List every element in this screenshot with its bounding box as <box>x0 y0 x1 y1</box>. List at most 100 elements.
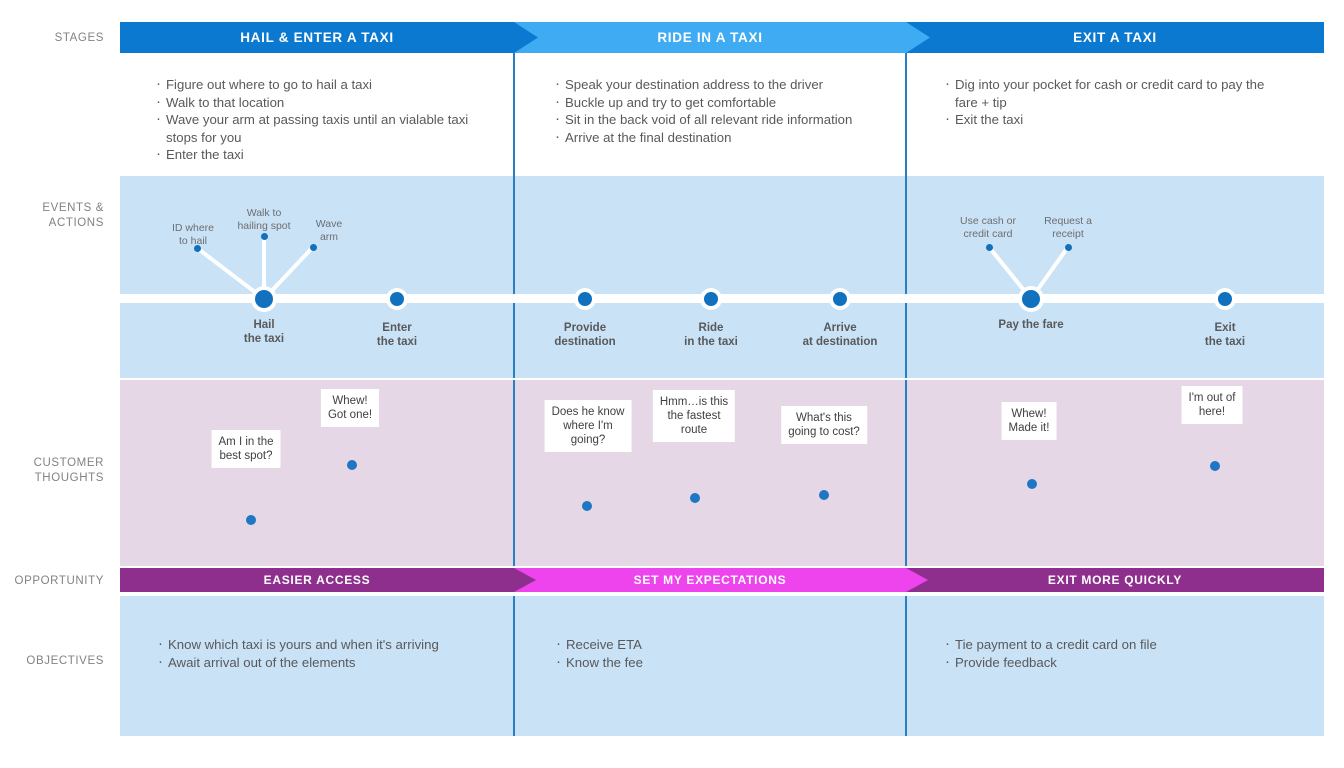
event-subnode-label: ID where to hail <box>171 222 215 247</box>
event-node-dot-icon <box>833 292 847 306</box>
action-item: Figure out where to go to hail a taxi <box>155 75 494 94</box>
actions-list-3: Dig into your pocket for cash or credit … <box>944 75 1288 129</box>
event-subnode-label: Walk to hailing spot <box>237 207 291 232</box>
thought-bubble[interactable]: What's this going to cost? <box>781 406 867 444</box>
thought-bubble[interactable]: I'm out of here! <box>1181 386 1243 424</box>
event-node[interactable] <box>700 288 722 310</box>
thought-point-dot-icon[interactable] <box>246 515 256 525</box>
objectives-cell-1: Know which taxi is yours and when it's a… <box>120 596 514 736</box>
event-node-dot-icon <box>578 292 592 306</box>
column-divider-2 <box>905 53 907 176</box>
objectives-list-1: Know which taxi is yours and when it's a… <box>157 635 494 672</box>
thought-point-dot-icon[interactable] <box>347 460 357 470</box>
event-subnode-dot-icon[interactable] <box>309 243 317 251</box>
action-item: Walk to that location <box>155 93 494 112</box>
event-node-dot-icon <box>1022 290 1040 308</box>
actions-cell-1: Figure out where to go to hail a taxi Wa… <box>120 53 514 176</box>
thoughts-cell-3 <box>906 380 1324 566</box>
event-node-dot-icon <box>1218 292 1232 306</box>
event-node[interactable] <box>574 288 596 310</box>
action-item: Buckle up and try to get comfortable <box>554 93 886 112</box>
actions-list-1: Figure out where to go to hail a taxi Wa… <box>155 75 494 164</box>
stage-title-2: RIDE IN A TAXI <box>657 30 763 45</box>
stage-header-1[interactable]: HAIL & ENTER A TAXI <box>120 22 514 53</box>
thought-point-dot-icon[interactable] <box>582 501 592 511</box>
event-node[interactable] <box>1018 286 1044 312</box>
event-subnode-label: Use cash or credit card <box>959 215 1017 240</box>
event-subnode-dot-icon[interactable] <box>260 232 268 240</box>
stage-title-3: EXIT A TAXI <box>1073 30 1157 45</box>
column-divider-8 <box>905 596 907 736</box>
event-node-dot-icon <box>255 290 273 308</box>
row-label-events: EVENTS & ACTIONS <box>42 202 104 229</box>
event-subnode-label: Wave arm <box>315 218 343 243</box>
event-node-label: Arrive at destination <box>802 322 878 348</box>
column-divider-3 <box>513 176 515 378</box>
event-node-dot-icon <box>390 292 404 306</box>
events-cell-3 <box>906 176 1324 378</box>
action-item: Arrive at the final destination <box>554 128 886 147</box>
thought-bubble[interactable]: Whew! Made it! <box>1001 402 1057 440</box>
thought-point-dot-icon[interactable] <box>690 493 700 503</box>
event-node-label: Hail the taxi <box>243 319 285 345</box>
event-node[interactable] <box>251 286 277 312</box>
thought-bubble[interactable]: Am I in the best spot? <box>211 430 281 468</box>
stage-header-3[interactable]: EXIT A TAXI <box>906 22 1324 53</box>
opportunity-label-2: SET MY EXPECTATIONS <box>633 573 787 587</box>
actions-cell-2: Speak your destination address to the dr… <box>514 53 906 176</box>
event-subnode-dot-icon[interactable] <box>193 244 201 252</box>
opportunity-bar-1[interactable]: EASIER ACCESS <box>120 568 514 592</box>
stage-header-2[interactable]: RIDE IN A TAXI <box>514 22 906 53</box>
objective-item: Provide feedback <box>944 653 1304 672</box>
thought-bubble[interactable]: Hmm…is this the fastest route <box>652 390 736 442</box>
thought-point-dot-icon[interactable] <box>1027 479 1037 489</box>
objective-item: Tie payment to a credit card on file <box>944 635 1304 654</box>
opportunity-bar-2[interactable]: SET MY EXPECTATIONS <box>514 568 906 592</box>
row-label-objectives: OBJECTIVES <box>26 655 104 667</box>
column-divider-1 <box>513 53 515 176</box>
action-item: Dig into your pocket for cash or credit … <box>944 75 1288 111</box>
event-node[interactable] <box>829 288 851 310</box>
event-node[interactable] <box>386 288 408 310</box>
action-item: Enter the taxi <box>155 145 494 164</box>
objective-item: Receive ETA <box>555 635 886 654</box>
events-cell-2 <box>514 176 906 378</box>
objectives-list-3: Tie payment to a credit card on file Pro… <box>944 635 1304 672</box>
row-label-stages: STAGES <box>54 32 104 44</box>
thought-bubble[interactable]: Whew! Got one! <box>320 389 380 427</box>
action-item: Exit the taxi <box>944 110 1288 129</box>
opportunity-label-1: EASIER ACCESS <box>263 573 371 587</box>
column-divider-4 <box>905 176 907 378</box>
thoughts-cell-1 <box>120 380 514 566</box>
action-item: Wave your arm at passing taxis until an … <box>155 110 494 146</box>
column-divider-7 <box>513 596 515 736</box>
objectives-cell-2: Receive ETA Know the fee <box>514 596 906 736</box>
objectives-list-2: Receive ETA Know the fee <box>555 635 886 672</box>
action-item: Sit in the back void of all relevant rid… <box>554 110 886 129</box>
objective-item: Await arrival out of the elements <box>157 653 494 672</box>
event-node[interactable] <box>1214 288 1236 310</box>
event-node-label: Pay the fare <box>998 319 1064 331</box>
row-label-thoughts: CUSTOMER THOUGHTS <box>33 457 104 484</box>
event-node-label: Enter the taxi <box>376 322 418 348</box>
action-item: Speak your destination address to the dr… <box>554 75 886 94</box>
opportunity-bar-3[interactable]: EXIT MORE QUICKLY <box>906 568 1324 592</box>
column-divider-6 <box>905 380 907 566</box>
event-subnode-dot-icon[interactable] <box>1064 243 1072 251</box>
column-divider-5 <box>513 380 515 566</box>
actions-list-2: Speak your destination address to the dr… <box>554 75 886 147</box>
events-timeline <box>120 294 1324 303</box>
event-node-label: Provide destination <box>554 322 616 348</box>
event-node-label: Exit the taxi <box>1204 322 1246 348</box>
event-node-label: Ride in the taxi <box>684 322 738 348</box>
event-subnode-label: Request a receipt <box>1044 215 1092 240</box>
thought-point-dot-icon[interactable] <box>1210 461 1220 471</box>
event-subnode-dot-icon[interactable] <box>985 243 993 251</box>
thought-point-dot-icon[interactable] <box>819 490 829 500</box>
event-node-dot-icon <box>704 292 718 306</box>
events-cell-1 <box>120 176 514 378</box>
objective-item: Know the fee <box>555 653 886 672</box>
thought-bubble[interactable]: Does he know where I'm going? <box>544 400 632 452</box>
objectives-cell-3: Tie payment to a credit card on file Pro… <box>906 596 1324 736</box>
